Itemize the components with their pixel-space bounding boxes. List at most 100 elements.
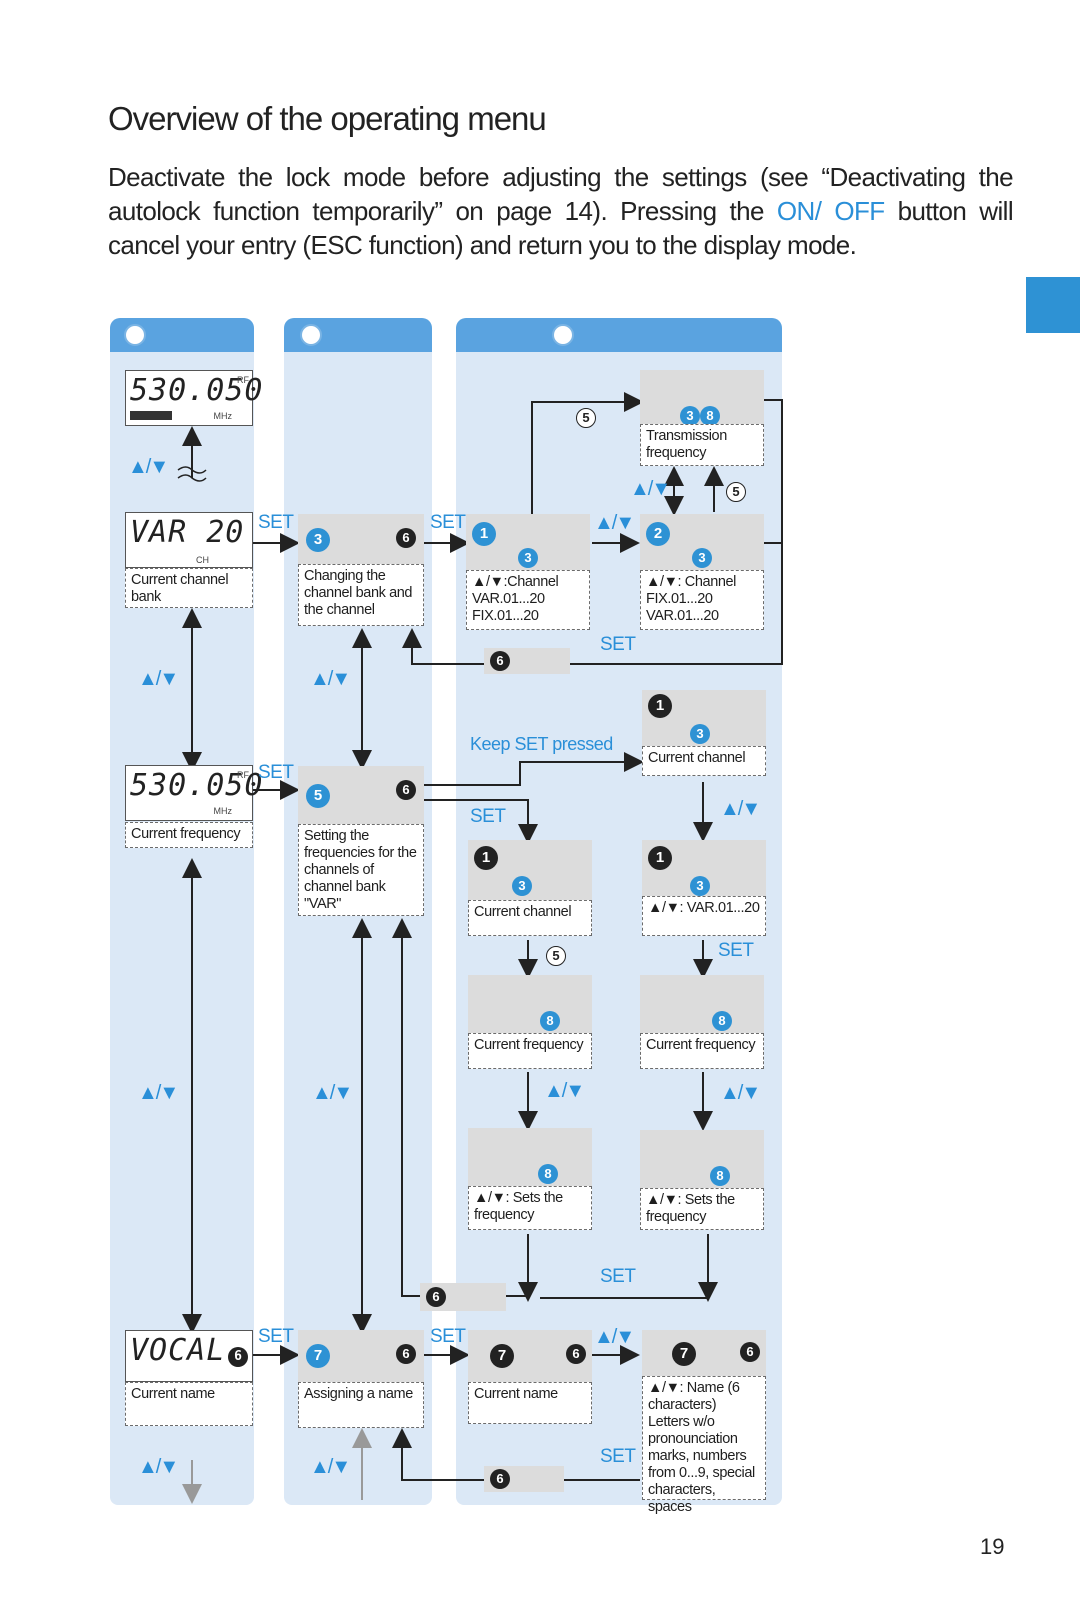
lcd-mhz-label-2: MHz bbox=[213, 806, 233, 816]
lcd-name: VOCAL 6 bbox=[125, 1330, 253, 1382]
set-label: SET bbox=[258, 1326, 294, 1347]
esc-icon: 6 bbox=[566, 1344, 586, 1364]
up-down-keys-icon: ▲/▼ bbox=[138, 1456, 179, 1478]
set-label: SET bbox=[470, 806, 506, 827]
column-header-1 bbox=[110, 318, 254, 352]
up-down-keys-icon: ▲/▼ bbox=[720, 1082, 761, 1104]
submenu-icon bbox=[552, 324, 574, 346]
menu-number-icon: 1 bbox=[472, 522, 496, 546]
set-label: SET bbox=[258, 512, 294, 533]
number-icon: 3 bbox=[690, 724, 710, 744]
up-down-keys-icon: ▲/▼ bbox=[720, 798, 761, 820]
esc-icon: 6 bbox=[396, 528, 416, 548]
menu-number-icon: 3 bbox=[306, 528, 330, 552]
esc-box-top: 6 bbox=[484, 648, 570, 674]
menu-number-icon: 7 bbox=[490, 1344, 514, 1368]
set-label: SET bbox=[600, 1266, 636, 1287]
esc-box-middle: 6 bbox=[420, 1283, 506, 1311]
number-icon: 8 bbox=[712, 1011, 732, 1031]
current-channel-left: 1 3 Current channel bbox=[468, 840, 592, 936]
menu-number-icon: 5 bbox=[306, 784, 330, 808]
lcd-frequency-top: 530.050 RF MHz bbox=[125, 370, 262, 426]
name-entry: 7 6 ▲/▼: Name (6 characters) Letters w/o… bbox=[642, 1330, 766, 1515]
current-channel-right: 1 3 Current channel bbox=[642, 690, 766, 776]
menu-setting-frequencies: 5 6 Setting the frequencies for the chan… bbox=[298, 766, 424, 916]
menu-number-icon: 7 bbox=[672, 1342, 696, 1366]
caption-current-name: Current name bbox=[125, 1382, 253, 1426]
esc-icon: 6 bbox=[490, 1469, 510, 1489]
set-label: SET bbox=[600, 634, 636, 655]
battery-bar bbox=[130, 411, 172, 420]
sets-frequency-right: 8 ▲/▼: Sets the frequency bbox=[640, 1130, 764, 1230]
set-label: SET bbox=[718, 940, 754, 961]
up-down-keys-icon: ▲/▼ bbox=[138, 668, 179, 690]
current-frequency-left: 8 Current frequency bbox=[468, 975, 592, 1069]
esc-icon: 6 bbox=[426, 1287, 446, 1307]
caption-current-frequency: Current frequency bbox=[125, 822, 253, 848]
up-down-keys-icon: ▲/▼ bbox=[594, 512, 635, 534]
lcd-var-value: VAR 20 bbox=[130, 515, 245, 550]
set-label: SET bbox=[430, 512, 466, 533]
set-label: SET bbox=[258, 762, 294, 783]
lcd-frequency-mid: 530.050 RF MHz bbox=[125, 765, 262, 821]
number-icon: 8 bbox=[538, 1164, 558, 1184]
up-down-keys-icon: ▲/▼ bbox=[630, 478, 671, 500]
lcd-mhz-label: MHz bbox=[213, 411, 233, 421]
menu-number-icon: 1 bbox=[648, 846, 672, 870]
column-header-3 bbox=[456, 318, 782, 352]
caption-current-bank: Current channel bank bbox=[125, 568, 253, 608]
esc-icon: 6 bbox=[396, 780, 416, 800]
esc-icon: 6 bbox=[740, 1342, 760, 1362]
sets-frequency-left: 8 ▲/▼: Sets the frequency bbox=[468, 1128, 592, 1230]
number-icon: 3 bbox=[692, 548, 712, 568]
intro-text-1: Deactivate the lock mode before adjustin… bbox=[108, 162, 1014, 226]
current-name-col3: 7 6 Current name bbox=[468, 1330, 592, 1424]
circled-5-icon: 5 bbox=[576, 408, 596, 428]
up-down-keys-icon: ▲/▼ bbox=[310, 1456, 351, 1478]
lcd-vocal-value: VOCAL bbox=[130, 1333, 226, 1368]
menu-number-icon: 1 bbox=[648, 694, 672, 718]
keep-set-pressed-label: Keep SET pressed bbox=[470, 734, 613, 754]
up-down-keys-icon: ▲/▼ bbox=[594, 1326, 635, 1348]
channel-var-select: 1 3 ▲/▼:Channel VAR.01...20 FIX.01...20 bbox=[466, 514, 590, 630]
number-icon: 8 bbox=[710, 1166, 730, 1186]
number-icon: 8 bbox=[540, 1011, 560, 1031]
up-down-keys-icon: ▲/▼ bbox=[312, 1082, 353, 1104]
lcd-frequency-mid-value: 530.050 bbox=[130, 768, 264, 803]
circled-5-icon: 5 bbox=[726, 482, 746, 502]
chapter-tab bbox=[1026, 277, 1080, 333]
set-label: SET bbox=[600, 1446, 636, 1467]
number-icon: 3 bbox=[690, 876, 710, 896]
up-down-keys-icon: ▲/▼ bbox=[310, 668, 351, 690]
number-icon: 8 bbox=[700, 406, 720, 426]
menu-number-icon: 2 bbox=[646, 522, 670, 546]
number-icon: 3 bbox=[680, 406, 700, 426]
menu-changing-bank: 3 6 Changing the channel bank and the ch… bbox=[298, 514, 424, 626]
current-frequency-right: 8 Current frequency bbox=[640, 975, 764, 1069]
up-down-keys-icon: ▲/▼ bbox=[544, 1080, 585, 1102]
esc-icon: 6 bbox=[228, 1347, 248, 1367]
esc-box-bottom: 6 bbox=[484, 1466, 564, 1492]
transmission-frequency: 3 8 Transmission frequency bbox=[640, 370, 764, 466]
column-header-2 bbox=[284, 318, 432, 352]
on-off-button-label: ON/ OFF bbox=[776, 196, 885, 226]
circled-5-icon: 5 bbox=[546, 946, 566, 966]
menu-number-icon: 7 bbox=[306, 1344, 330, 1368]
lcd-rf-label-2: RF bbox=[237, 770, 249, 780]
display-icon bbox=[124, 324, 146, 346]
menu-number-icon: 1 bbox=[474, 846, 498, 870]
intro-paragraph: Deactivate the lock mode before adjustin… bbox=[108, 160, 1014, 262]
up-down-keys-icon: ▲/▼ bbox=[138, 1082, 179, 1104]
esc-icon: 6 bbox=[396, 1344, 416, 1364]
lcd-frequency-value: 530.050 bbox=[130, 373, 264, 408]
lcd-ch-label: CH bbox=[196, 555, 209, 565]
set-label: SET bbox=[430, 1326, 466, 1347]
lcd-channel-bank: VAR 20 CH bbox=[125, 512, 253, 568]
var-range-select: 1 3 ▲/▼: VAR.01...20 bbox=[642, 840, 766, 936]
menu-assigning-name: 7 6 Assigning a name bbox=[298, 1330, 424, 1428]
esc-icon: 6 bbox=[490, 651, 510, 671]
page-number: 19 bbox=[980, 1534, 1005, 1559]
up-down-keys-icon: ▲/▼ bbox=[128, 456, 169, 478]
number-icon: 3 bbox=[518, 548, 538, 568]
menu-icon bbox=[300, 324, 322, 346]
